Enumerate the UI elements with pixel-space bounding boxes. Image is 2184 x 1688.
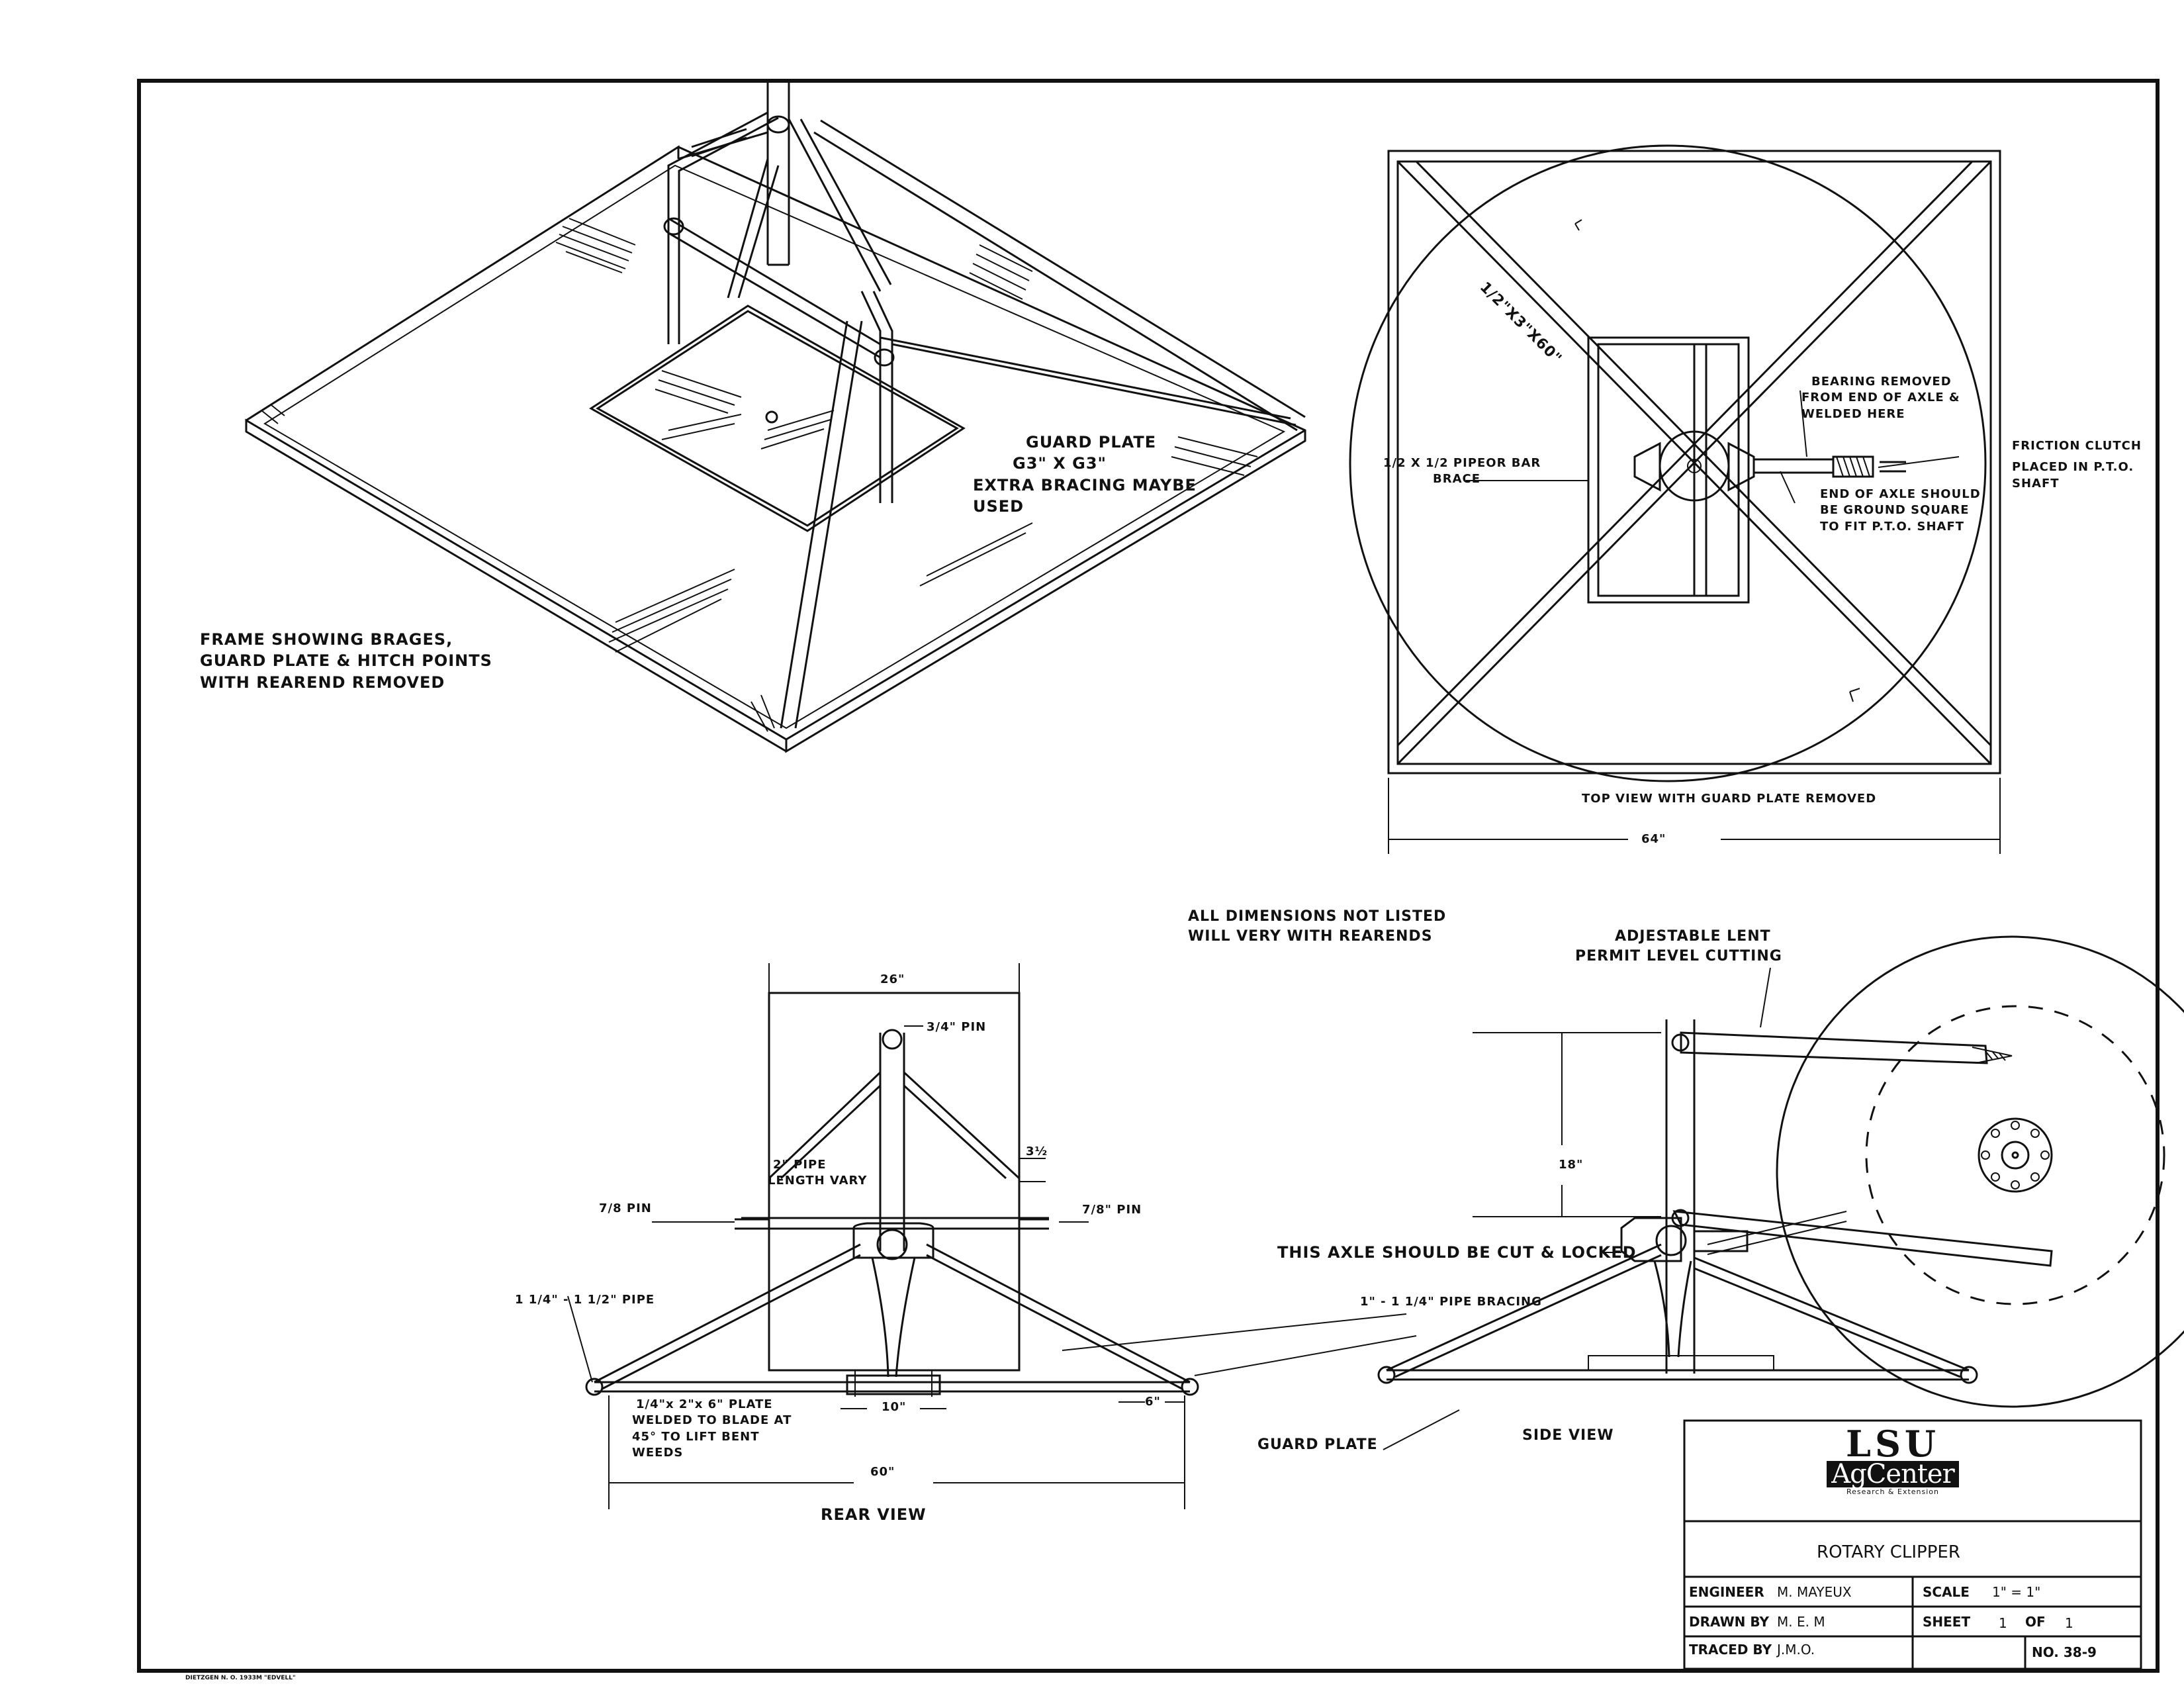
traced-by-label: TRACED BY (1689, 1642, 1772, 1658)
guard-plate-note: GUARD PLATE G3" X G3" EXTRA BRACING MAYB… (973, 432, 1197, 518)
rear-plate-note-line-1: 1/4"x 2"x 6" PLATE (636, 1397, 773, 1411)
bearing-note-line-1: BEARING REMOVED (1811, 375, 1952, 389)
scale-value: 1" = 1" (1992, 1584, 2041, 1600)
logo-lsu: LSU (1845, 1423, 1940, 1465)
drawn-by-label: DRAWN BY (1689, 1614, 1769, 1630)
side-view-caption: SIDE VIEW (1522, 1427, 1614, 1444)
engineer-label: ENGINEER (1689, 1584, 1764, 1600)
rear-plate-note-line-2: WELDED TO BLADE AT (632, 1413, 792, 1428)
sheet-value: 1 (1999, 1615, 2007, 1631)
rear-plate-note-line-3: 45° TO LIFT BENT (632, 1429, 760, 1444)
rear-plate-note: 1/4"x 2"x 6" PLATE WELDED TO BLADE AT 45… (632, 1397, 792, 1461)
guard-plate-note-line-3: EXTRA BRACING MAYBE (973, 475, 1197, 494)
rear-view-caption: REAR VIEW (821, 1505, 927, 1524)
isometric-frame-view (245, 81, 1306, 753)
pipe-brace-note-line-2: BRACE (1433, 472, 1481, 487)
isometric-caption-line-1: FRAME SHOWING BRAGES, (200, 630, 453, 649)
rear-end-dimension: 6" (1145, 1395, 1161, 1409)
adjust-link-note: ADJESTABLE LENT PERMIT LEVEL CUTTING (1575, 927, 1782, 966)
friction-clutch-note-line-2: PLACED IN P.T.O. (2012, 460, 2134, 475)
rear-center-dimension: 10" (882, 1400, 907, 1414)
side-view (1062, 935, 2184, 1450)
rear-view (567, 963, 1199, 1509)
lsu-agcenter-logo: LSU AgCenter Research & Extension (1827, 1423, 1959, 1497)
of-value: 1 (2065, 1615, 2073, 1631)
guard-plate-note-line-4: USED (973, 497, 1024, 516)
rear-pipe-note: 2" PIPE LENGTH VARY (768, 1157, 867, 1190)
engineer-value: M. MAYEUX (1777, 1584, 1852, 1600)
side-height-dimension: 18" (1559, 1158, 1584, 1172)
friction-clutch-note-line-3: SHAFT (2012, 476, 2060, 491)
rear-top-width: 26" (880, 972, 905, 986)
rear-pipe-note-line-2: LENGTH VARY (768, 1174, 868, 1188)
drawing-title: ROTARY CLIPPER (1817, 1542, 1960, 1562)
side-bracing-note: 1" - 1 1/4" PIPE BRACING (1360, 1295, 1542, 1309)
isometric-caption: FRAME SHOWING BRAGES, GUARD PLATE & HITC… (200, 629, 492, 693)
top-view-caption: TOP VIEW WITH GUARD PLATE REMOVED (1582, 792, 1877, 806)
rear-pipe-note-line-1: 2" PIPE (773, 1158, 827, 1172)
of-label: OF (2025, 1614, 2046, 1630)
rear-top-pin-label: 3/4" PIN (927, 1020, 987, 1034)
guard-plate-note-line-1: GUARD PLATE (1026, 433, 1157, 451)
guard-plate-note-line-2: G3" X G3" (1013, 454, 1107, 473)
sheet-border (137, 79, 2160, 1673)
logo-subtitle: Research & Extension (1846, 1487, 1940, 1496)
paper-imprint: DIETZGEN N. O. 1933M "EDVELL" (185, 1675, 296, 1681)
isometric-hatching (261, 218, 1258, 732)
bearing-note-line-3: WELDED HERE (1801, 406, 1905, 421)
logo-agcenter: AgCenter (1827, 1461, 1959, 1487)
axle-end-note: END OF AXLE SHOULD BE GROUND SQUARE TO F… (1820, 487, 1981, 535)
top-view-width-dimension: 64" (1641, 832, 1666, 846)
rear-right-pin-label: 7/8" PIN (1082, 1203, 1142, 1217)
rear-pipe-size-label: 1 1/4" - 1 1/2" PIPE (515, 1293, 655, 1307)
title-block (1683, 1419, 2142, 1670)
isometric-caption-line-2: GUARD PLATE & HITCH POINTS (200, 651, 492, 671)
adjust-link-note-line-2: PERMIT LEVEL CUTTING (1575, 947, 1782, 964)
top-view (1349, 144, 2001, 854)
adjust-link-note-line-1: ADJESTABLE LENT (1615, 928, 1771, 945)
isometric-caption-line-3: WITH REAREND REMOVED (200, 673, 445, 692)
sheet-label: SHEET (1923, 1614, 1971, 1630)
rear-overall-dimension: 60" (870, 1465, 895, 1479)
axle-end-note-line-2: BE GROUND SQUARE (1820, 503, 1970, 518)
general-dimension-note-line-1: ALL DIMENSIONS NOT LISTED (1188, 908, 1447, 925)
drawing-number: NO. 38-9 (2032, 1644, 2097, 1660)
rear-plate-note-line-4: WEEDS (632, 1445, 684, 1460)
drawn-by-value: M. E. M (1777, 1614, 1825, 1630)
pipe-brace-note: 1/2 X 1/2 PIPEOR BAR BRACE (1383, 455, 1541, 488)
bearing-note: BEARING REMOVED FROM END OF AXLE & WELDE… (1801, 374, 1960, 422)
rear-offset-dimension: 3½ (1026, 1145, 1048, 1158)
general-dimension-note: ALL DIMENSIONS NOT LISTED WILL VERY WITH… (1188, 907, 1446, 946)
rear-left-pin-label: 7/8 PIN (599, 1201, 652, 1215)
bearing-note-line-2: FROM END OF AXLE & (1801, 391, 1960, 405)
guard-plate-label: GUARD PLATE (1257, 1436, 1378, 1453)
traced-by-value: J.M.O. (1777, 1642, 1815, 1658)
axle-cut-note: THIS AXLE SHOULD BE CUT & LOCKED (1277, 1243, 1637, 1262)
scale-label: SCALE (1923, 1584, 1970, 1600)
pipe-brace-note-line-1: 1/2 X 1/2 PIPEOR BAR (1383, 456, 1541, 470)
general-dimension-note-line-2: WILL VERY WITH REARENDS (1188, 927, 1433, 945)
axle-end-note-line-3: TO FIT P.T.O. SHAFT (1820, 519, 1965, 534)
friction-clutch-note-line-1: FRICTION CLUTCH (2012, 439, 2142, 453)
axle-end-note-line-1: END OF AXLE SHOULD (1820, 487, 1981, 501)
friction-clutch-note: FRICTION CLUTCH PLACED IN P.T.O. SHAFT (2012, 438, 2142, 492)
